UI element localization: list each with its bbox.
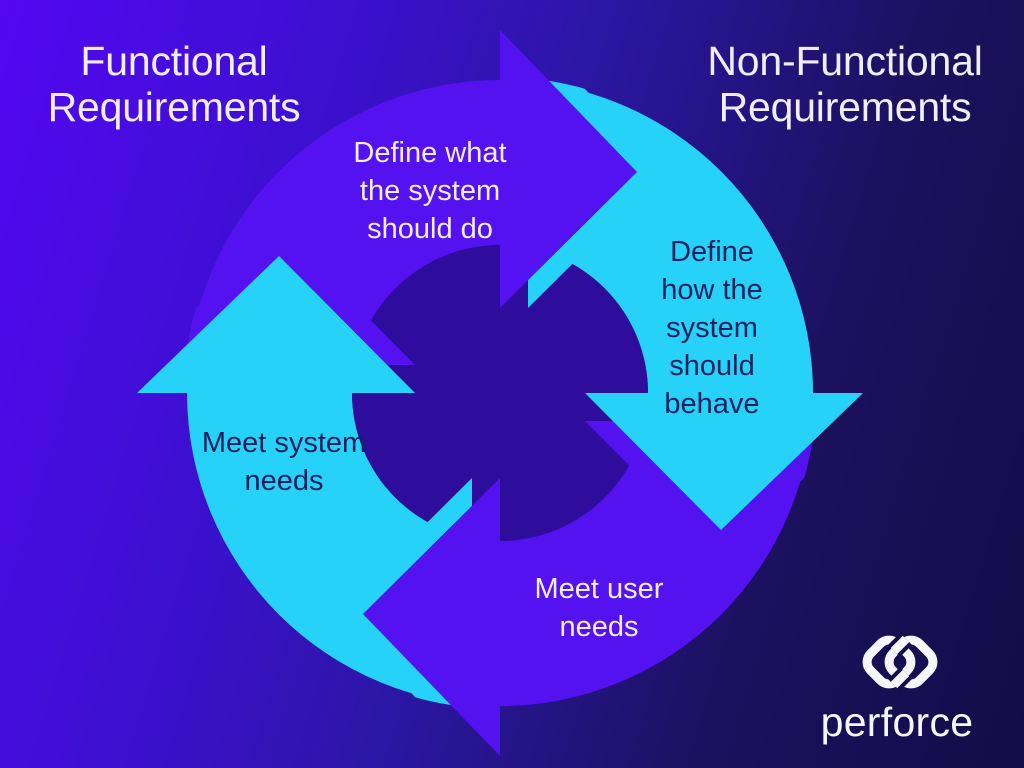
- non-functional-requirements-title: Non-Functional Requirements: [707, 38, 983, 130]
- cycle-label-define-what: Define what the system should do: [353, 137, 507, 245]
- perforce-wordmark: perforce: [820, 699, 974, 745]
- cycle-center-hole: [352, 245, 648, 541]
- functional-requirements-title: Functional Requirements: [47, 38, 301, 130]
- perforce-logo: perforce: [797, 624, 997, 743]
- cycle-label-define-how: Define how the system should behave: [661, 236, 763, 420]
- cycle-label-meet-user: Meet user needs: [534, 573, 664, 643]
- perforce-icon: [862, 632, 938, 692]
- cycle-label-meet-system: Meet system needs: [201, 427, 367, 497]
